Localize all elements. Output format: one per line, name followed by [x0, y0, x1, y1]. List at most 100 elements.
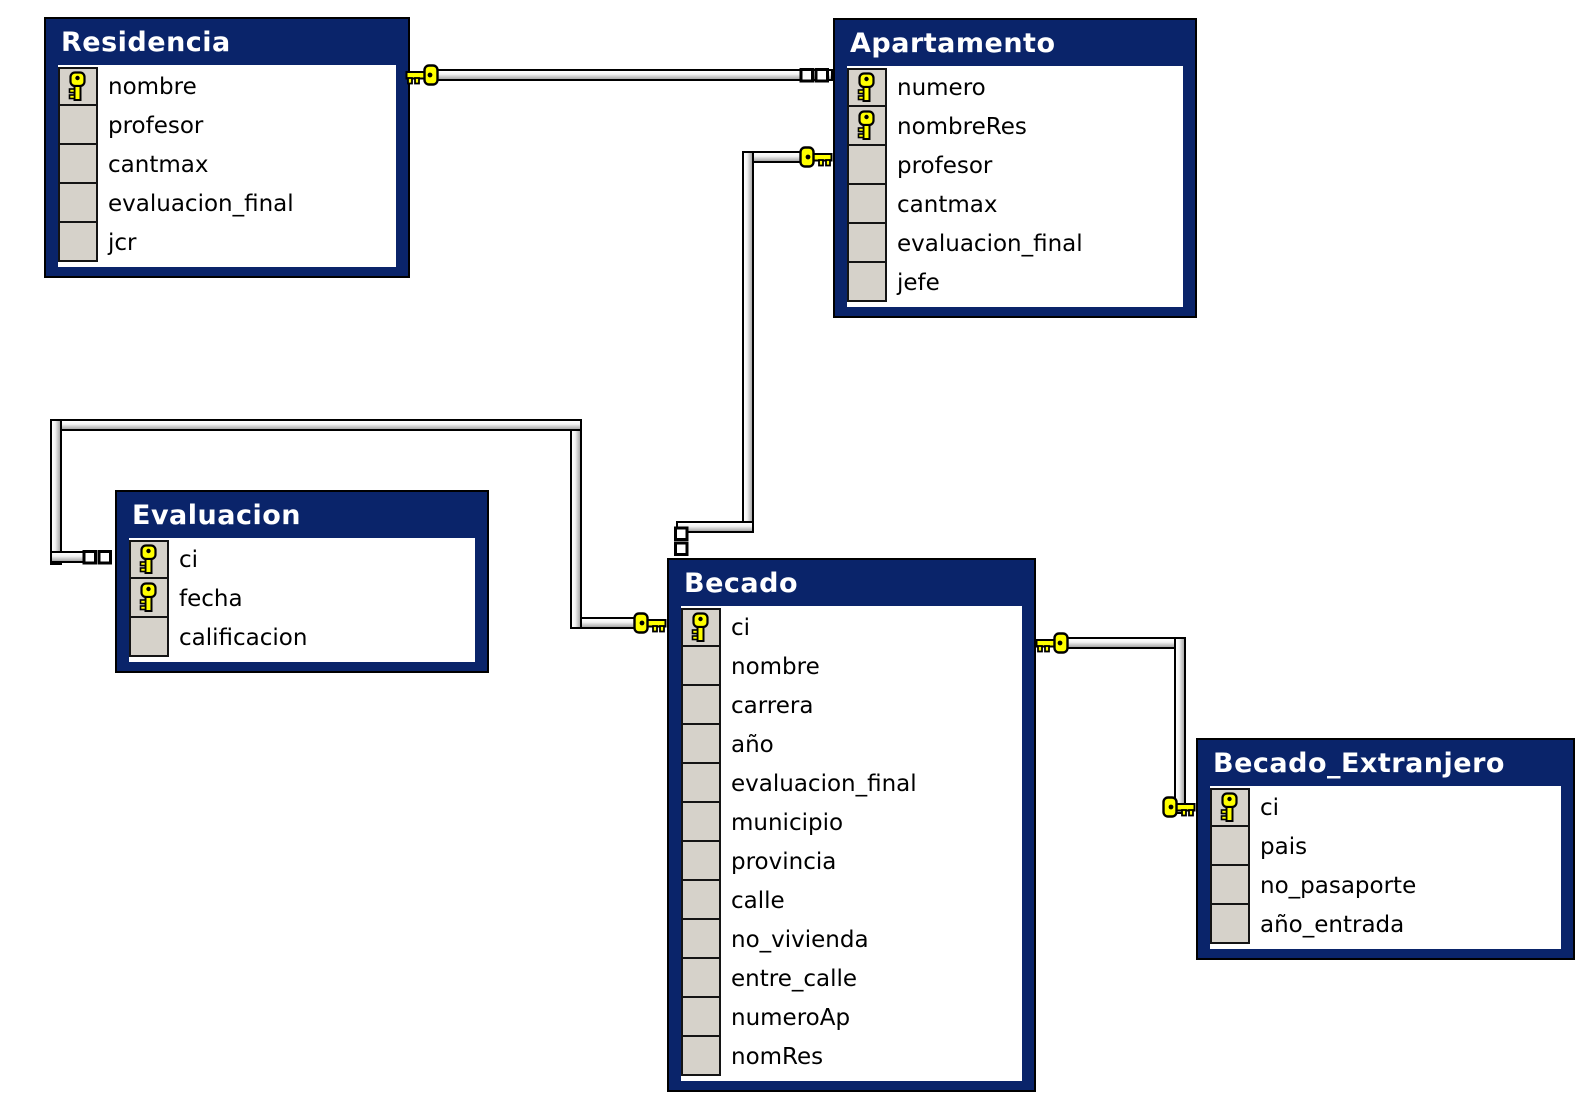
row-selector-cell[interactable] [681, 959, 721, 998]
table-row[interactable]: numero [847, 68, 1183, 107]
table-row[interactable]: evaluacion_final [681, 764, 1022, 803]
table-row[interactable]: fecha [129, 579, 475, 618]
table-row[interactable]: municipio [681, 803, 1022, 842]
table-row[interactable]: cantmax [847, 185, 1183, 224]
column-name: evaluacion_final [108, 190, 294, 217]
relationship-line-fk-evaluacion-becado[interactable] [50, 551, 86, 563]
relationship-line-fk-becado-apartamento[interactable] [742, 151, 754, 533]
table-row[interactable]: nombre [681, 647, 1022, 686]
column-name: numeroAp [731, 1004, 851, 1031]
column-name: nombre [108, 73, 197, 100]
table-row[interactable]: evaluacion_final [847, 224, 1183, 263]
row-selector-cell[interactable] [681, 1037, 721, 1076]
relationship-line-fk-evaluacion-becado[interactable] [50, 419, 62, 565]
row-selector-cell[interactable] [1210, 866, 1250, 905]
table-row[interactable]: año_entrada [1210, 905, 1561, 944]
primary-key-cell[interactable] [681, 608, 721, 647]
primary-key-icon [138, 582, 160, 613]
column-name: jcr [108, 229, 137, 256]
table-row[interactable]: profesor [847, 146, 1183, 185]
table-row[interactable]: entre_calle [681, 959, 1022, 998]
key-endpoint-icon [1035, 630, 1069, 656]
relationship-line-fk-evaluacion-becado[interactable] [570, 419, 582, 629]
table-title[interactable]: Becado [684, 567, 798, 599]
row-selector-cell[interactable] [1210, 905, 1250, 944]
row-selector-cell[interactable] [681, 803, 721, 842]
row-selector-cell[interactable] [847, 224, 887, 263]
row-selector-cell[interactable] [681, 725, 721, 764]
table-row[interactable]: nombre [58, 67, 396, 106]
table-evaluacion[interactable]: Evaluacion ci fecha calificacion [115, 490, 489, 673]
row-selector-cell[interactable] [1210, 827, 1250, 866]
row-selector-cell[interactable] [681, 998, 721, 1037]
table-row[interactable]: profesor [58, 106, 396, 145]
relationship-line-fk-becadoextranjero-becado[interactable] [1174, 637, 1186, 814]
table-title[interactable]: Evaluacion [132, 499, 301, 531]
table-row[interactable]: ci [129, 540, 475, 579]
table-title[interactable]: Apartamento [850, 27, 1056, 59]
table-row[interactable]: pais [1210, 827, 1561, 866]
row-selector-cell[interactable] [58, 106, 98, 145]
row-selector-cell[interactable] [847, 146, 887, 185]
column-name: cantmax [108, 151, 209, 178]
table-row[interactable]: jcr [58, 223, 396, 262]
column-name: profesor [108, 112, 204, 139]
table-row[interactable]: evaluacion_final [58, 184, 396, 223]
column-name: pais [1260, 833, 1308, 860]
primary-key-cell[interactable] [58, 67, 98, 106]
row-selector-cell[interactable] [681, 920, 721, 959]
table-row[interactable]: carrera [681, 686, 1022, 725]
row-selector-cell[interactable] [681, 881, 721, 920]
row-selector-cell[interactable] [847, 263, 887, 302]
table-row[interactable]: calificacion [129, 618, 475, 657]
row-selector-cell[interactable] [58, 145, 98, 184]
table-row[interactable]: no_pasaporte [1210, 866, 1561, 905]
table-row[interactable]: provincia [681, 842, 1022, 881]
table-title[interactable]: Becado_Extranjero [1213, 747, 1505, 779]
column-name: municipio [731, 809, 844, 836]
row-selector-cell[interactable] [847, 185, 887, 224]
table-row[interactable]: nombreRes [847, 107, 1183, 146]
table-residencia[interactable]: Residencia nombre profesor cantmax evaluacio… [44, 17, 410, 278]
column-name: calle [731, 887, 785, 914]
column-name: fecha [179, 585, 243, 612]
primary-key-cell[interactable] [129, 579, 169, 618]
column-name: profesor [897, 152, 993, 179]
relationship-line-fk-apartamento-residencia[interactable] [434, 69, 833, 81]
primary-key-cell[interactable] [129, 540, 169, 579]
table-row[interactable]: cantmax [58, 145, 396, 184]
column-name: ci [1260, 794, 1280, 821]
primary-key-cell[interactable] [1210, 788, 1250, 827]
table-title[interactable]: Residencia [61, 26, 231, 58]
table-row[interactable]: numeroAp [681, 998, 1022, 1037]
primary-key-cell[interactable] [847, 107, 887, 146]
key-endpoint-icon [405, 62, 439, 88]
column-name: año [731, 731, 774, 758]
table-row[interactable]: jefe [847, 263, 1183, 302]
column-name: evaluacion_final [897, 230, 1083, 257]
column-name: no_vivienda [731, 926, 869, 953]
row-selector-cell[interactable] [681, 686, 721, 725]
table-row[interactable]: ci [681, 608, 1022, 647]
row-selector-cell[interactable] [681, 647, 721, 686]
table-row[interactable]: año [681, 725, 1022, 764]
relationship-line-fk-evaluacion-becado[interactable] [50, 419, 582, 431]
table-row[interactable]: calle [681, 881, 1022, 920]
row-selector-cell[interactable] [681, 764, 721, 803]
row-selector-cell[interactable] [58, 184, 98, 223]
row-selector-cell[interactable] [129, 618, 169, 657]
relationship-line-fk-becadoextranjero-becado[interactable] [1063, 637, 1186, 649]
column-name: carrera [731, 692, 814, 719]
row-selector-cell[interactable] [681, 842, 721, 881]
column-name: evaluacion_final [731, 770, 917, 797]
row-selector-cell[interactable] [58, 223, 98, 262]
table-row[interactable]: nomRes [681, 1037, 1022, 1076]
table-row[interactable]: ci [1210, 788, 1561, 827]
primary-key-cell[interactable] [847, 68, 887, 107]
table-row[interactable]: no_vivienda [681, 920, 1022, 959]
